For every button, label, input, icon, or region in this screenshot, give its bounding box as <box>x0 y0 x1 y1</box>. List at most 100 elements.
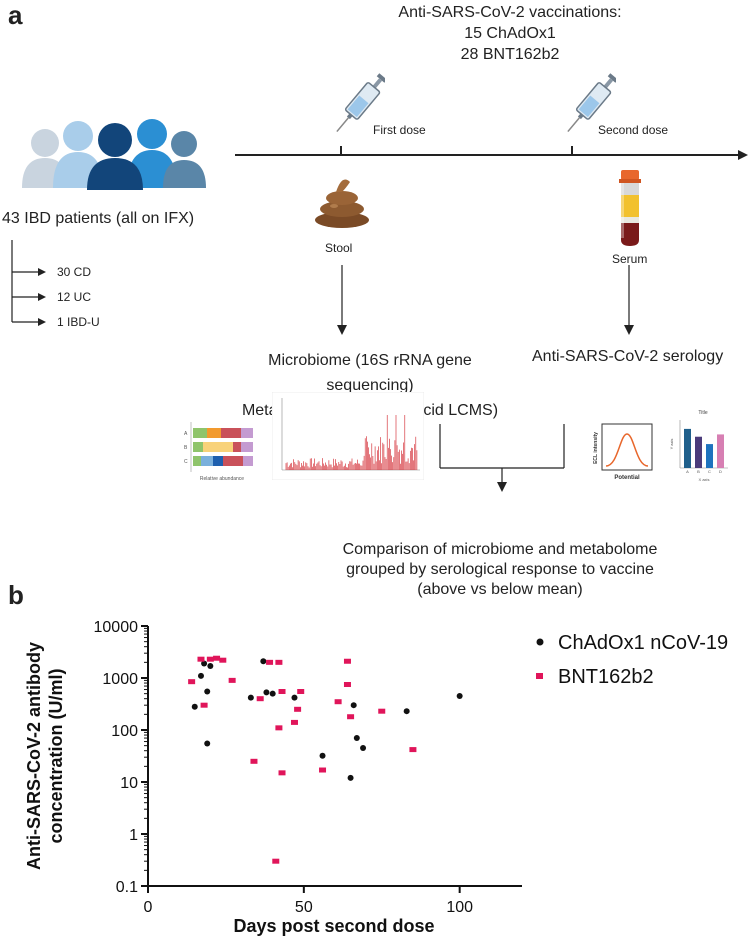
chadox1-point <box>207 663 214 670</box>
subgroup-cd: 30 CD <box>57 265 92 279</box>
chadox1-point <box>456 693 463 700</box>
thumb-col-category: B <box>697 469 700 474</box>
bnt162b2-point <box>213 655 221 661</box>
x-tick-label: 50 <box>295 899 313 916</box>
comparison-line-3: (above vs below mean) <box>417 581 583 598</box>
thumb-bar-xlabel: Relative abundance <box>200 476 244 482</box>
thumbnail-spectrum <box>272 392 424 480</box>
bnt162b2-point <box>228 677 236 683</box>
bnt162b2-point <box>200 702 208 708</box>
legend-label: BNT162b2 <box>558 666 654 688</box>
serum-down-arrow <box>624 265 634 335</box>
comparison-line-2: grouped by serological response to vacci… <box>346 561 654 578</box>
thumb-col-title: Title <box>698 410 707 416</box>
x-tick-label: 0 <box>144 899 153 916</box>
bnt162b2-point <box>343 681 351 687</box>
bnt162b2-point <box>294 706 302 712</box>
thumb-col-bar <box>684 428 691 468</box>
comparison-bracket <box>439 424 565 492</box>
x-tick-label: 100 <box>446 899 473 916</box>
serology-label: Anti-SARS-CoV-2 serology <box>532 348 724 365</box>
bnt162b2-point <box>319 767 327 773</box>
serum-label: Serum <box>612 252 648 266</box>
thumb-col-xlabel: X axis <box>699 477 710 482</box>
x-axis-ticks: 0 50 100 <box>144 886 473 916</box>
thumb-col-ylabel: Y axis <box>669 439 674 450</box>
y-axis-label-line2: concentration (U/ml) <box>46 668 66 843</box>
chadox1-point <box>291 694 298 701</box>
chadox1-point <box>350 702 357 709</box>
first-dose-label: First dose <box>373 123 426 137</box>
y-tick-label: 1000 <box>102 671 138 688</box>
chadox1-point <box>319 752 326 759</box>
bnt162b2-point <box>197 656 205 662</box>
thumb-row-a: A <box>184 431 188 437</box>
y-tick-label: 10000 <box>94 619 139 636</box>
chadox1-point <box>347 774 354 781</box>
stool-label: Stool <box>325 241 353 255</box>
bnt162b2-point <box>188 679 196 685</box>
subgroup-uc: 12 UC <box>57 290 92 304</box>
chadox1-point <box>260 658 267 665</box>
bnt162b2-point <box>334 699 342 705</box>
chadox1-point <box>360 745 367 752</box>
legend-label: ChAdOx1 nCoV-19 <box>558 632 728 654</box>
y-tick-label: 0.1 <box>116 879 138 896</box>
x-axis-label: Days post second dose <box>233 916 434 936</box>
subgroup-tree <box>11 240 46 326</box>
chadox1-point <box>353 735 360 742</box>
thumb-col-bar <box>717 434 724 468</box>
syringe-icon-second <box>567 73 616 133</box>
timeline-arrow <box>235 146 748 160</box>
bnt162b2-point <box>272 858 280 864</box>
thumb-col-bar <box>706 444 713 468</box>
chadox1-point <box>204 688 211 695</box>
chadox1-point <box>201 660 208 667</box>
bnt162b2-point <box>206 656 214 662</box>
patients-group-icon <box>22 119 206 190</box>
bnt162b2-point <box>347 714 355 720</box>
thumbnail-stacked-bar: A B C Relative abundance <box>184 422 253 482</box>
syringe-icon-first <box>336 73 385 133</box>
thumbnail-column-chart: Title A B C D X axis Y axis <box>669 410 728 482</box>
vaccination-heading: Anti-SARS-CoV-2 vaccinations: 15 ChAdOx1… <box>360 2 660 65</box>
thumb-row-b: B <box>184 445 188 451</box>
bnt162b2-point <box>266 659 274 665</box>
bnt162b2-point <box>290 719 298 725</box>
chart-points <box>188 655 463 864</box>
thumb-col-category: D <box>719 469 722 474</box>
thumb-row-c: C <box>184 459 188 465</box>
bnt162b2-point <box>278 770 286 776</box>
chadox1-point <box>191 703 198 710</box>
stool-down-arrow <box>337 265 347 335</box>
bnt162b2-point <box>278 689 286 695</box>
y-tick-label: 100 <box>111 723 138 740</box>
subgroup-ibdu: 1 IBD-U <box>57 315 100 329</box>
chadox1-point <box>403 708 410 715</box>
thumb-col-category: C <box>708 469 711 474</box>
patients-label: 43 IBD patients (all on IFX) <box>2 210 195 227</box>
chadox1-point <box>263 689 270 696</box>
serum-tube-icon <box>619 170 641 246</box>
thumb-ecl-ylabel: ECL intensity <box>593 432 599 464</box>
legend-marker <box>536 638 544 646</box>
microbiome-label: Microbiome (16S rRNA gene sequencing) <box>268 352 472 394</box>
stool-icon <box>315 179 369 228</box>
panel-letter-a: a <box>8 0 23 30</box>
thumb-col-category: A <box>686 469 689 474</box>
y-tick-label: 10 <box>120 775 138 792</box>
bnt162b2-point <box>275 659 283 665</box>
vaccination-title: Anti-SARS-CoV-2 vaccinations: <box>398 4 622 21</box>
panel-letter-b: b <box>8 580 24 610</box>
bnt162b2-point <box>275 725 283 731</box>
chadox1-point <box>247 694 254 701</box>
antibody-scatter-chart: 0.1 1 10 100 1000 10000 0 50 100 ChAdOx1 nCoV-1… <box>24 619 728 936</box>
bnt162b2-point <box>378 708 386 714</box>
thumb-col-bar <box>695 436 702 468</box>
thumbnail-ecl-curve: ECL intensity Potential <box>593 423 653 481</box>
y-tick-label: 1 <box>129 827 138 844</box>
y-axis-ticks: 0.1 1 10 100 1000 10000 <box>94 619 148 896</box>
vaccination-bnt-count: 28 BNT162b2 <box>460 46 560 63</box>
bnt162b2-point <box>250 758 258 764</box>
